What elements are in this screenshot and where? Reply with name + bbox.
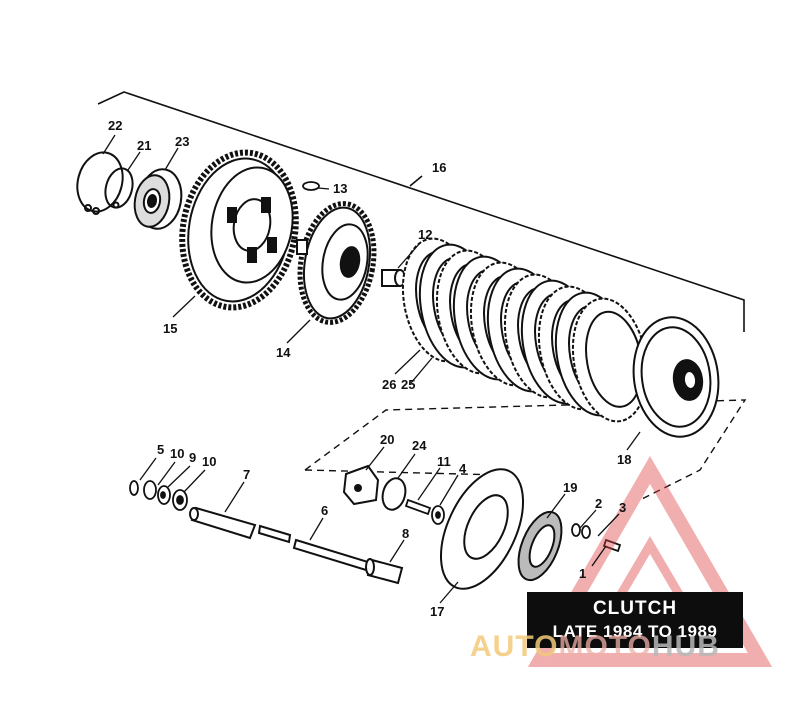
push-rod-6 <box>257 524 370 572</box>
screw-11 <box>404 498 432 516</box>
adjusting-screw-8 <box>365 558 404 585</box>
clutch-hub-14 <box>296 201 377 325</box>
callout-leaders <box>102 134 641 604</box>
caption-subtitle: LATE 1984 TO 1989 <box>552 622 718 641</box>
callout-10b: 10 <box>202 454 216 469</box>
callout-5: 5 <box>157 442 164 457</box>
watermark-hub: HUB <box>651 630 720 663</box>
callout-7: 7 <box>243 467 250 482</box>
release-plate-20 <box>342 464 380 506</box>
callout-15: 15 <box>163 321 177 336</box>
snap-ring-21 <box>104 167 134 209</box>
snap-ring-22 <box>76 151 124 215</box>
callout-labels: 22 21 23 13 16 12 15 14 26 25 18 5 10 9 … <box>108 118 631 619</box>
callout-24: 24 <box>412 438 427 453</box>
callout-26: 26 <box>382 377 396 392</box>
callout-8: 8 <box>402 526 409 541</box>
callout-3: 3 <box>619 500 626 515</box>
callout-2: 2 <box>595 496 602 511</box>
callout-6: 6 <box>321 503 328 518</box>
watermark-auto: AUTO <box>470 630 559 663</box>
automotohub-watermark: AUTOMOTOHUB <box>470 630 800 670</box>
retaining-ring-24 <box>381 477 407 511</box>
callout-17: 17 <box>430 604 444 619</box>
callout-4: 4 <box>459 461 467 476</box>
callout-16: 16 <box>432 160 446 175</box>
clutch-shell-15 <box>179 149 299 311</box>
assembly-bracket <box>97 91 745 332</box>
callout-10a: 10 <box>170 446 184 461</box>
spring-plate-17 <box>439 468 525 590</box>
callout-9: 9 <box>189 450 196 465</box>
callout-23: 23 <box>175 134 189 149</box>
watermark-moto: MOTO <box>558 630 652 663</box>
callout-12: 12 <box>418 227 432 242</box>
bearing-23 <box>133 168 183 230</box>
callout-22: 22 <box>108 118 122 133</box>
washer-set <box>129 480 188 511</box>
callout-20: 20 <box>380 432 394 447</box>
diagram-caption: CLUTCH LATE 1984 TO 1989 <box>527 592 743 648</box>
caption-title: CLUTCH <box>592 598 678 619</box>
callout-19: 19 <box>563 480 577 495</box>
callout-21: 21 <box>137 138 151 153</box>
diaphragm-spring-19 <box>517 510 563 582</box>
callout-25: 25 <box>401 377 415 392</box>
clutch-plate-stack <box>401 237 649 423</box>
callout-18: 18 <box>617 452 631 467</box>
pressure-plate-18 <box>632 316 720 438</box>
callout-1: 1 <box>579 566 586 581</box>
callout-14: 14 <box>276 345 291 360</box>
callout-11: 11 <box>437 454 451 469</box>
spacer-12 <box>381 269 406 287</box>
key-13 <box>302 181 320 191</box>
nut-4 <box>431 505 445 525</box>
bolt-2-3-1 <box>571 523 622 553</box>
callout-13: 13 <box>333 181 347 196</box>
release-rod-7 <box>189 506 257 540</box>
